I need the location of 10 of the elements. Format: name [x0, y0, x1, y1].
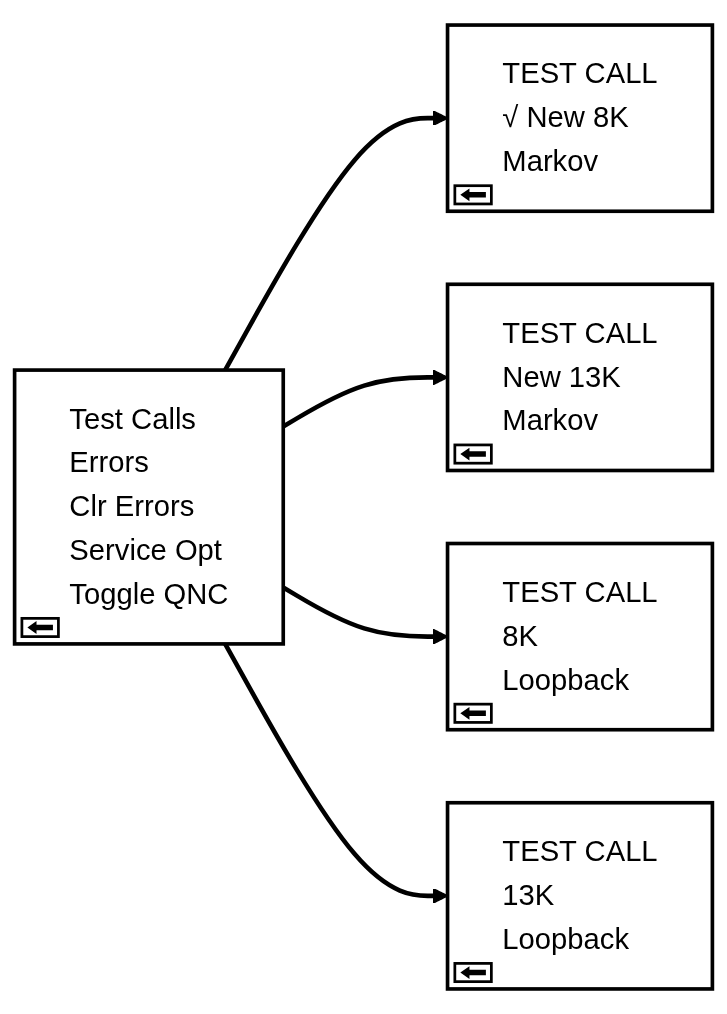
screen-text: TEST CALL √ New 8K Markov	[502, 56, 658, 179]
screen-text: TEST CALL 13K Loopback	[502, 834, 658, 957]
node-label: Clr Errors	[69, 490, 195, 522]
node-label: Service Opt	[69, 534, 222, 566]
screen-text: TEST CALL 8K Loopback	[502, 575, 658, 698]
node-label: Test Calls	[69, 402, 196, 434]
screen-text: Test Calls Errors Clr Errors Service Opt Toggle QNC	[69, 401, 229, 612]
node-label: Toggle QNC	[69, 578, 229, 610]
node-label: Errors	[69, 446, 149, 478]
screen-text: TEST CALL New 13K Markov	[502, 316, 658, 438]
